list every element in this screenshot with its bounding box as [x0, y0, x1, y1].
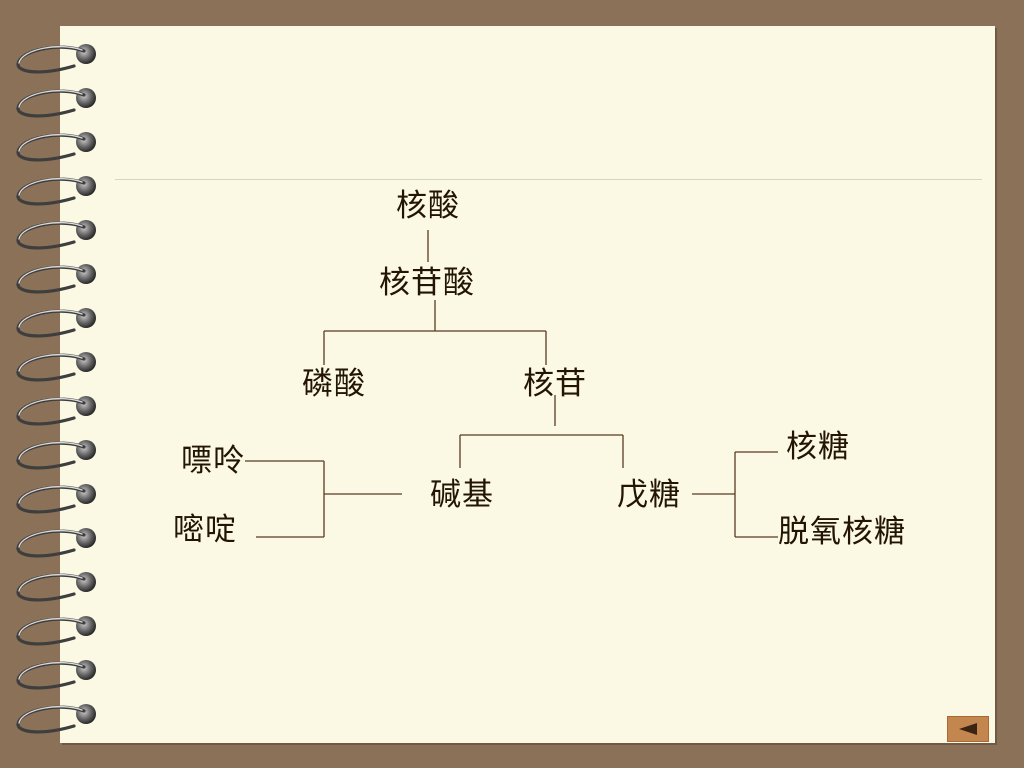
binding-ring — [16, 132, 96, 162]
binding-ring — [16, 528, 96, 558]
binding-ring — [16, 352, 96, 382]
notebook-page — [60, 26, 995, 743]
binding-ring — [16, 176, 96, 206]
node-ribose: 核糖 — [786, 429, 850, 465]
node-pentose: 戊糖 — [617, 477, 681, 513]
node-phosphate: 磷酸 — [302, 366, 366, 402]
previous-slide-button[interactable] — [947, 716, 989, 742]
binding-ring — [16, 704, 96, 734]
node-pyrimidine: 嘧啶 — [173, 512, 237, 548]
node-nucleic-acid: 核酸 — [396, 188, 460, 224]
binding-ring — [16, 660, 96, 690]
node-base: 碱基 — [430, 477, 494, 513]
node-nucleoside: 核苷 — [523, 366, 587, 402]
left-triangle-icon — [959, 723, 977, 735]
binding-ring — [16, 44, 96, 74]
binding-ring — [16, 396, 96, 426]
binding-ring — [16, 616, 96, 646]
binding-ring — [16, 220, 96, 250]
binding-ring — [16, 308, 96, 338]
node-deoxyribose: 脱氧核糖 — [778, 514, 906, 550]
node-nucleotide: 核苷酸 — [379, 265, 475, 301]
binding-ring — [16, 264, 96, 294]
binding-ring — [16, 88, 96, 118]
binding-ring — [16, 440, 96, 470]
node-purine: 嘌呤 — [181, 443, 245, 479]
spiral-binding — [16, 44, 96, 734]
binding-ring — [16, 484, 96, 514]
binding-ring — [16, 572, 96, 602]
title-divider — [115, 179, 982, 180]
